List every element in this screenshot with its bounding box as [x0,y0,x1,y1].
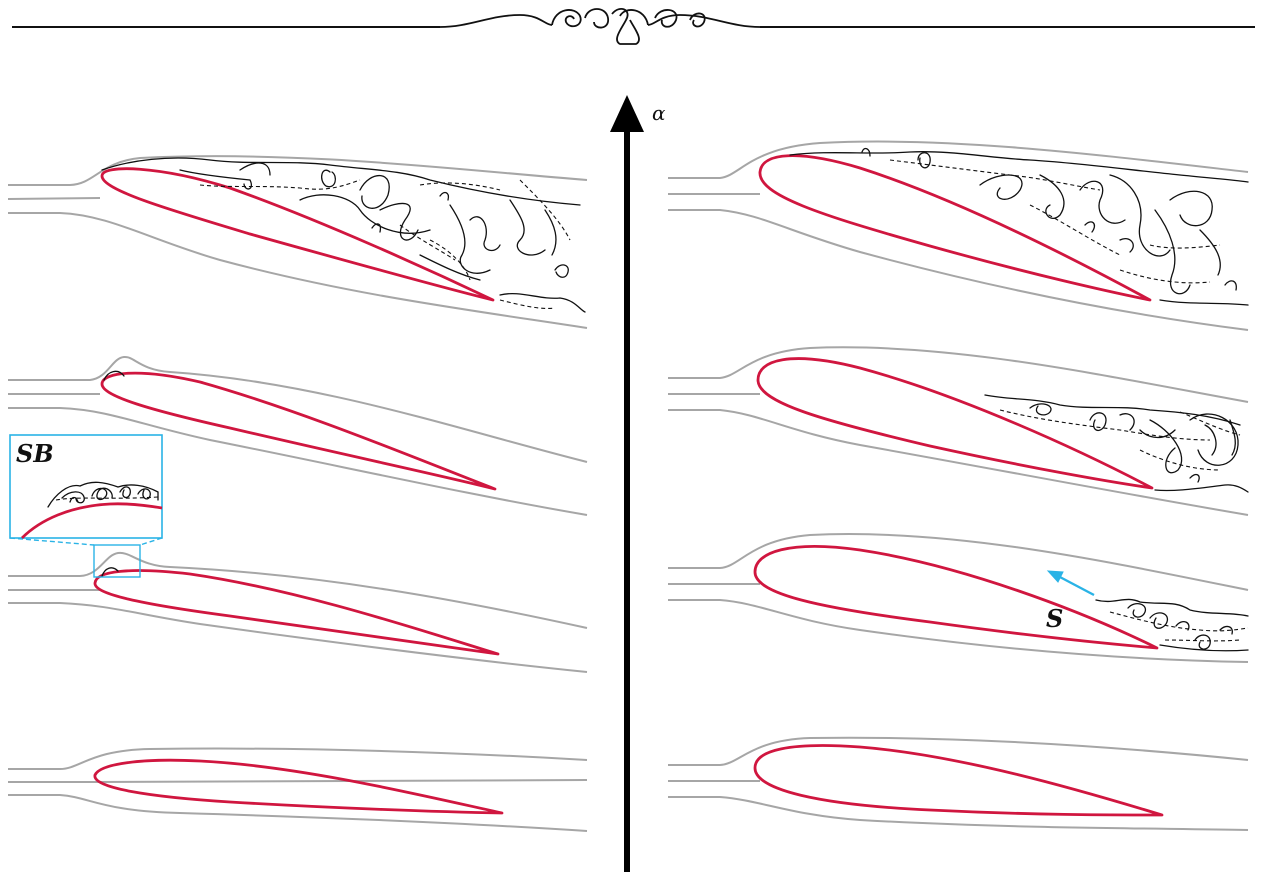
turbulent-wake [985,395,1248,492]
streamline [668,210,1248,330]
inset-label: SB [16,439,54,468]
airfoil [102,169,493,300]
airfoil [95,760,502,813]
streamline [8,749,587,769]
alpha-axis: α [610,95,666,872]
airfoil [758,359,1152,488]
turbulent-wake [790,149,1248,305]
streamline [8,198,100,199]
airfoil [755,546,1157,648]
right-panel-1 [668,738,1248,830]
left-panel-1 [8,749,587,831]
left-panel-4 [8,156,587,328]
right-panel-3 [668,347,1248,515]
sb-inset: SB [10,435,162,538]
turbulent-wake [1096,599,1248,650]
separation-label: S [1046,604,1063,633]
right-panel-2: S [668,534,1248,662]
streamline [8,213,587,328]
header-ornament [12,9,1255,44]
right-panel-4 [668,142,1248,330]
streamline [668,534,1248,590]
streamline [8,780,587,782]
streamline [8,156,587,185]
alpha-axis-label: α [652,101,666,125]
streamline [8,603,587,672]
left-panel-2 [8,538,587,672]
airfoil [760,156,1150,300]
airfoil [95,571,498,654]
streamline [668,600,1248,662]
separation-arrow [1048,571,1094,595]
airfoil [755,746,1162,815]
streamline [668,410,1248,515]
